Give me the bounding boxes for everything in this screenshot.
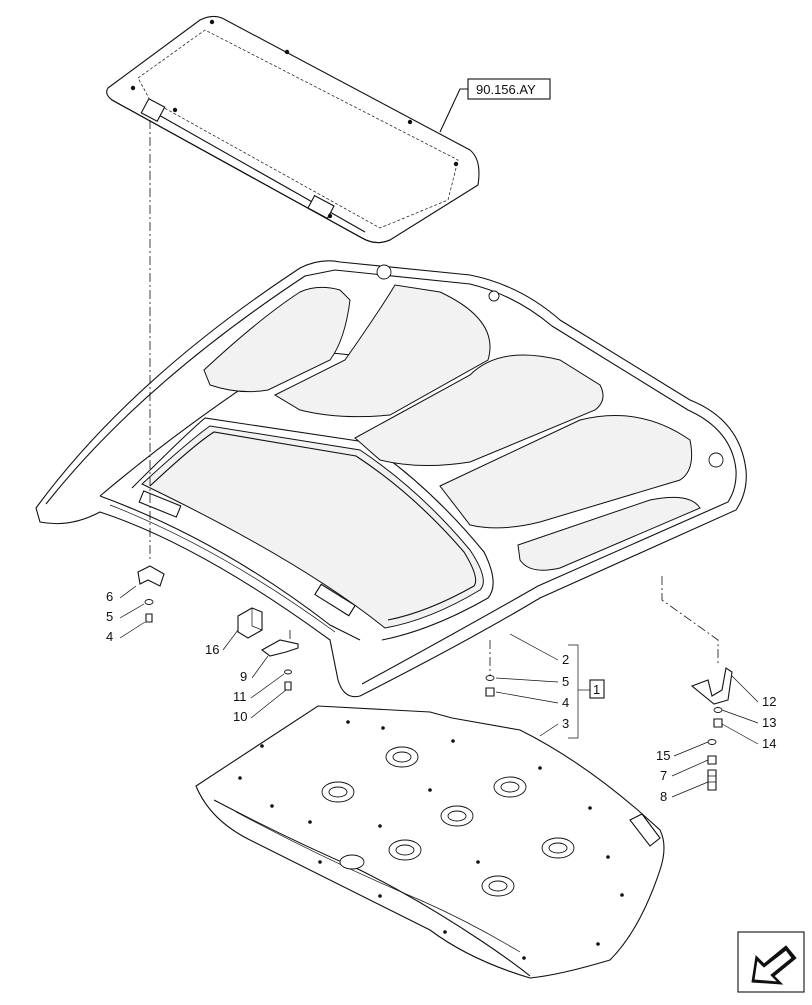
callout-number: 4	[106, 629, 113, 644]
callout-number: 12	[762, 694, 776, 709]
callout-13[interactable]: 13	[721, 709, 776, 730]
callout-number: 15	[656, 748, 670, 763]
roof-shell	[35, 260, 747, 698]
callout-number: 14	[762, 736, 776, 751]
hinge-parts	[237, 607, 299, 691]
callout-number: 8	[660, 789, 667, 804]
callout-5[interactable]: 5	[106, 603, 145, 624]
callout-3[interactable]: 3	[539, 716, 569, 737]
callout-number: 7	[660, 768, 667, 783]
callout-8[interactable]: 8	[660, 781, 709, 804]
headliner-panel	[195, 705, 665, 979]
callout-11[interactable]: 11	[233, 673, 285, 704]
callout-2[interactable]: 2	[509, 633, 569, 667]
reference-label: 90.156.AY	[476, 82, 536, 97]
reference-callout[interactable]: 90.156.AY	[439, 78, 551, 133]
callout-number: 10	[233, 709, 247, 724]
callout-1[interactable]: 1	[589, 679, 605, 699]
callout-number: 5	[562, 674, 569, 689]
callout-number: 16	[205, 642, 219, 657]
arrow-down-left-icon[interactable]	[737, 931, 805, 993]
right-bracket	[690, 667, 733, 791]
hatch-panel	[106, 15, 480, 244]
callout-number: 11	[233, 689, 247, 704]
callout-7[interactable]: 7	[660, 759, 709, 783]
callout-number: 3	[562, 716, 569, 731]
callout-6[interactable]: 6	[106, 585, 137, 604]
group-bracket	[568, 644, 590, 739]
callout-number: 2	[562, 652, 569, 667]
callout-4[interactable]: 4	[106, 621, 146, 644]
callout-5b[interactable]: 5	[495, 674, 569, 689]
callout-number: 6	[106, 589, 113, 604]
callout-15[interactable]: 15	[656, 741, 709, 763]
callout-14[interactable]: 14	[721, 723, 776, 751]
callout-number: 9	[240, 669, 247, 684]
assembly-lines	[149, 120, 719, 676]
centre-fasteners	[485, 675, 495, 697]
left-bracket-6	[137, 565, 165, 623]
callout-16[interactable]: 16	[205, 629, 239, 657]
callout-10[interactable]: 10	[233, 689, 287, 724]
callout-number: 1	[593, 682, 600, 697]
callout-number: 5	[106, 609, 113, 624]
callout-4b[interactable]: 4	[495, 691, 569, 710]
callout-number: 13	[762, 715, 776, 730]
callout-12[interactable]: 12	[731, 675, 776, 709]
callout-number: 4	[562, 695, 569, 710]
callout-9[interactable]: 9	[240, 655, 269, 684]
